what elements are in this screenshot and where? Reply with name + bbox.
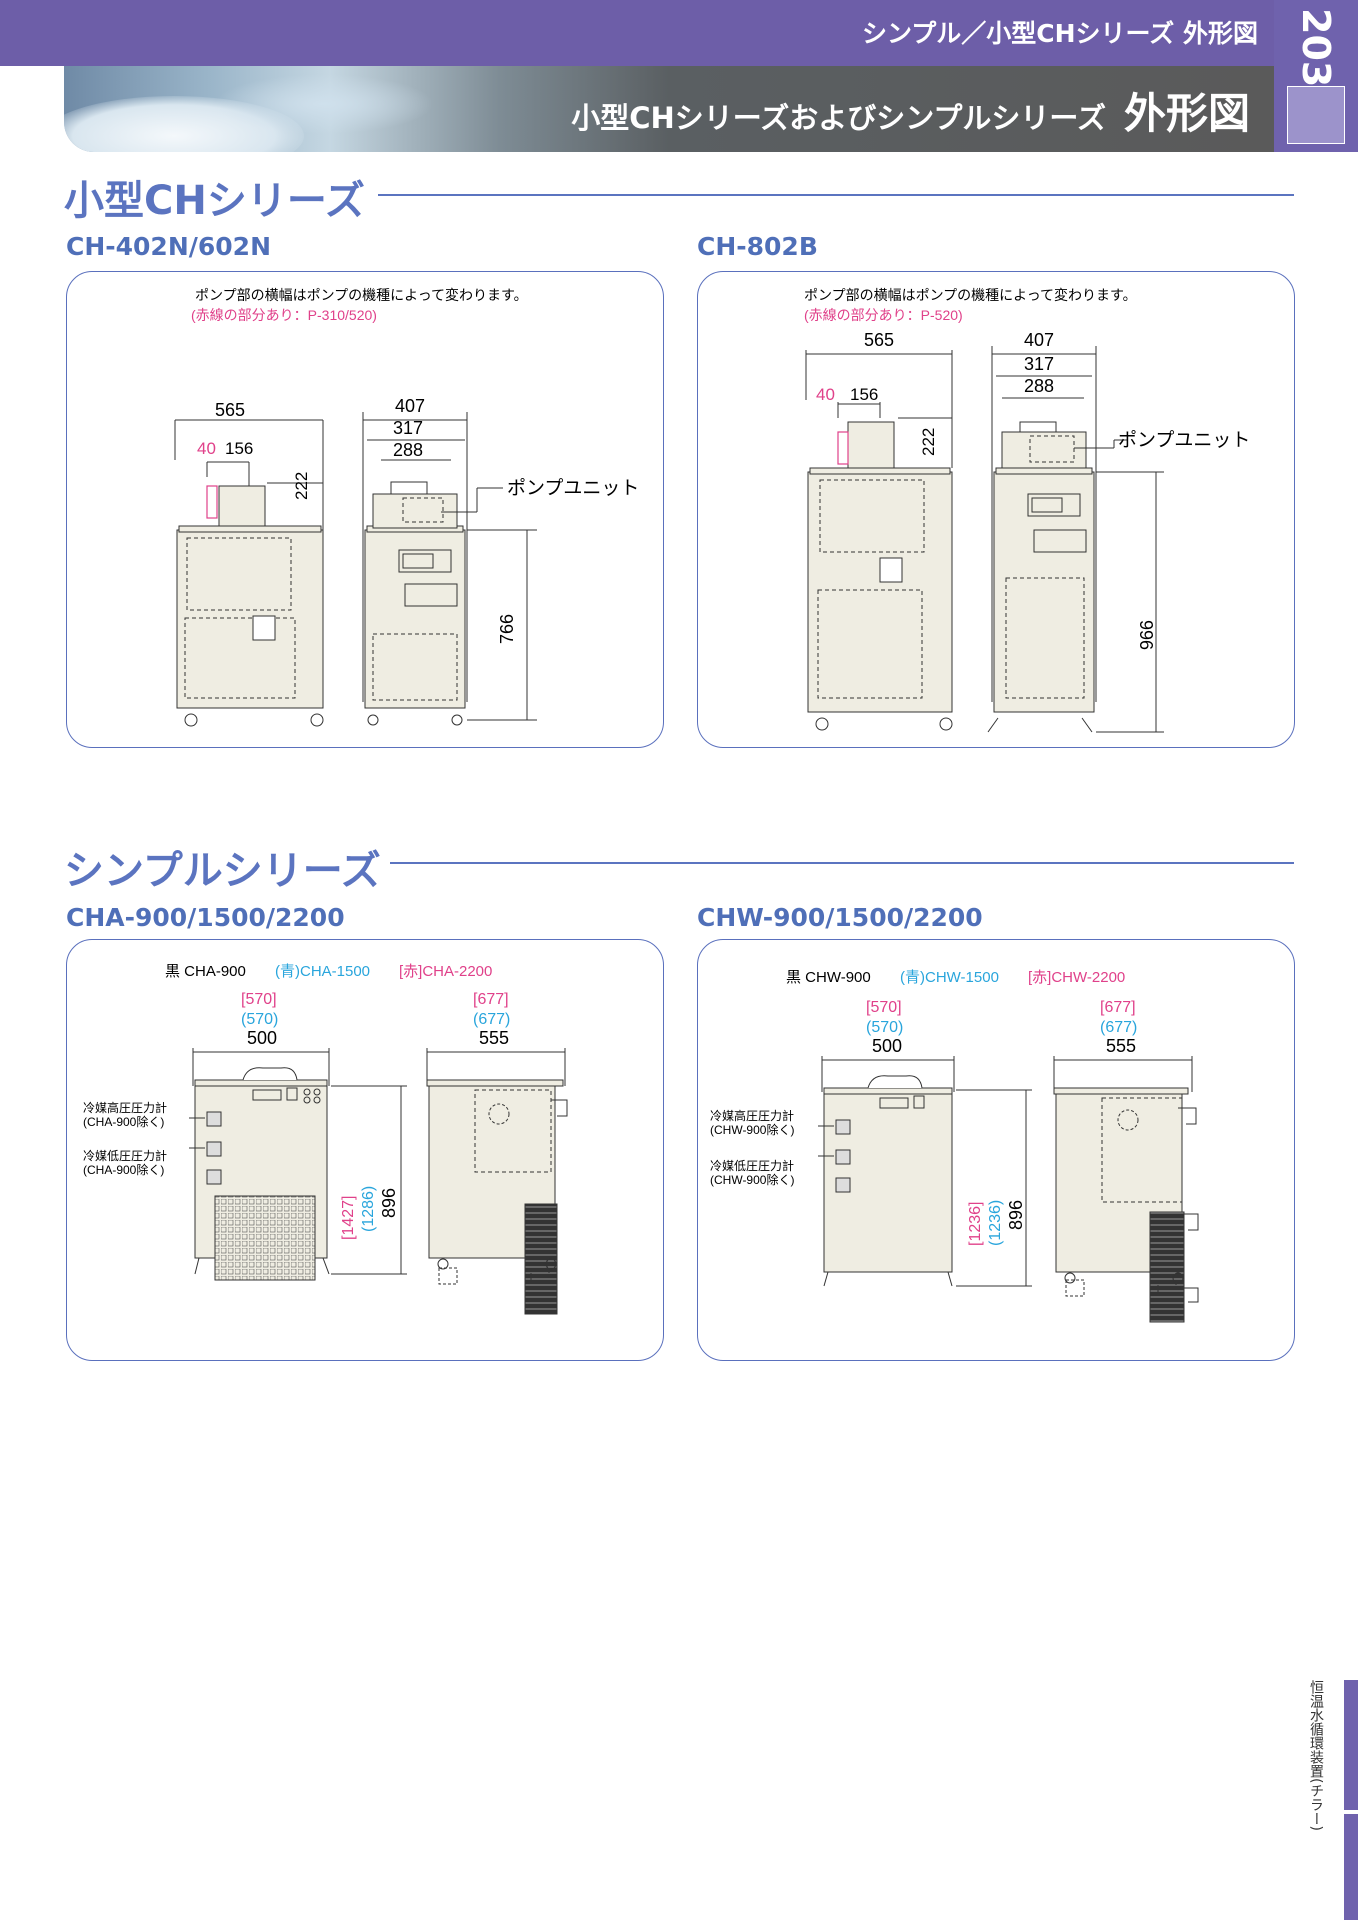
model-title-cha: CHA-900/1500/2200 [66, 903, 345, 932]
dim-height: 996 [1136, 620, 1156, 650]
dim-front-red: [570] [241, 991, 277, 1008]
section-divider [378, 194, 1294, 196]
page-tab: 203 [1274, 0, 1358, 152]
dim-pump-red: 40 [816, 385, 835, 404]
drawing-cha: 黒 CHA-900 (青)CHA-1500 [赤]CHA-2200 [570] … [83, 963, 568, 1315]
section-title-ch: 小型CHシリーズ [64, 178, 365, 224]
gauge-high-note: (CHW-900除く) [710, 1122, 794, 1137]
side-index-label: 恒温水循環装置(チラー) [1306, 1680, 1336, 1831]
drawing-panel-chw: 黒 CHW-900 (青)CHW-1500 [赤]CHW-2200 [570] … [697, 939, 1295, 1361]
note-text: ポンプ部の横幅はポンプの機種によって変わります。 [195, 287, 528, 303]
drawing-panel-ch802: ポンプ部の横幅はポンプの機種によって変わります。 (赤線の部分あり：P-520)… [697, 271, 1295, 748]
dim-width: 565 [215, 400, 245, 420]
dim-side: 555 [479, 1028, 509, 1048]
dim-front: 500 [247, 1028, 277, 1048]
drawing-panel-ch402: ポンプ部の横幅はポンプの機種によって変わります。 (赤線の部分あり：P-310/… [66, 271, 664, 748]
legend-black: 黒 CHW-900 [786, 969, 871, 986]
legend-red: [赤]CHA-2200 [399, 963, 492, 980]
header-band [0, 0, 1274, 66]
dim-height-red: [1236] [967, 1202, 984, 1246]
gauge-high-note: (CHA-900除く) [83, 1114, 164, 1129]
banner-title: 小型CHシリーズおよびシンプルシリーズ外形図 [571, 80, 1250, 141]
banner-title-strong: 外形図 [1123, 89, 1250, 138]
legend-black: 黒 CHA-900 [165, 963, 246, 980]
gauge-low-label: 冷媒低圧圧力計 [710, 1158, 794, 1173]
red-pump-extension [837, 431, 849, 465]
drawing-ch802: ポンプ部の横幅はポンプの機種によって変わります。 (赤線の部分あり：P-520)… [804, 287, 1250, 733]
banner: 小型CHシリーズおよびシンプルシリーズ外形図 [64, 66, 1274, 152]
dim-height: 896 [379, 1188, 399, 1218]
dim-front: 500 [872, 1036, 902, 1056]
dim-height: 896 [1006, 1200, 1026, 1230]
note-red-text: (赤線の部分あり：P-520) [804, 307, 963, 323]
gauge-low-note: (CHA-900除く) [83, 1162, 164, 1177]
dim-side-2: 317 [1024, 354, 1054, 374]
dim-side-2: 317 [393, 418, 423, 438]
gauge-low-label: 冷媒低圧圧力計 [83, 1148, 167, 1163]
pump-unit-label: ポンプユニット [1118, 429, 1250, 451]
dim-height: 766 [497, 614, 517, 644]
legend-red: [赤]CHW-2200 [1028, 969, 1125, 986]
dim-height-blue: (1236) [987, 1200, 1004, 1246]
side-index-tab [1344, 1680, 1358, 1920]
drawing-panel-cha: 黒 CHA-900 (青)CHA-1500 [赤]CHA-2200 [570] … [66, 939, 664, 1361]
dim-side-red: [677] [1100, 999, 1136, 1016]
model-title-chw: CHW-900/1500/2200 [697, 903, 983, 932]
drawing-chw: 黒 CHW-900 (青)CHW-1500 [赤]CHW-2200 [570] … [710, 969, 1199, 1323]
dim-side-blue: (677) [473, 1011, 510, 1028]
dim-side-1: 407 [395, 396, 425, 416]
dim-front-red: [570] [866, 999, 902, 1016]
dim-side-red: [677] [473, 991, 509, 1008]
dim-front-blue: (570) [866, 1019, 903, 1036]
legend-blue: (青)CHW-1500 [900, 969, 999, 986]
page-tab-box [1287, 86, 1345, 144]
header-title: シンプル／小型CHシリーズ 外形図 [862, 19, 1258, 48]
red-pump-extension [206, 485, 218, 519]
gauge-high-label: 冷媒高圧圧力計 [83, 1100, 167, 1115]
dim-side-3: 288 [393, 440, 423, 460]
dim-pump-height: 222 [919, 428, 938, 456]
pump-unit-label: ポンプユニット [507, 477, 639, 499]
dim-side: 555 [1106, 1036, 1136, 1056]
dim-height-red: [1427] [340, 1196, 357, 1240]
model-title-ch402: CH-402N/602N [66, 232, 271, 261]
dim-pump: 156 [850, 385, 878, 404]
dim-front-blue: (570) [241, 1011, 278, 1028]
dim-pump: 156 [225, 439, 253, 458]
banner-ice-image [214, 74, 434, 134]
legend-blue: (青)CHA-1500 [275, 963, 370, 980]
gauge-low-note: (CHW-900除く) [710, 1172, 794, 1187]
model-title-ch802: CH-802B [697, 232, 818, 261]
banner-title-main: 小型CHシリーズおよびシンプルシリーズ [571, 101, 1106, 135]
dim-side-3: 288 [1024, 376, 1054, 396]
dim-height-blue: (1286) [360, 1186, 377, 1232]
section-divider [390, 862, 1294, 864]
gauge-high-label: 冷媒高圧圧力計 [710, 1108, 794, 1123]
section-title-simple: シンプルシリーズ [64, 848, 381, 894]
page-number: 203 [1294, 8, 1338, 88]
dim-side-1: 407 [1024, 330, 1054, 350]
dim-side-blue: (677) [1100, 1019, 1137, 1036]
dim-width: 565 [864, 330, 894, 350]
side-index-gap [1344, 1810, 1358, 1814]
drawing-ch402: ポンプ部の横幅はポンプの機種によって変わります。 (赤線の部分あり：P-310/… [174, 287, 639, 727]
side-index-text: 恒温水循環装置(チラー) [1308, 1680, 1324, 1831]
dim-pump-height: 222 [292, 472, 311, 500]
dim-pump-red: 40 [197, 439, 216, 458]
note-red-text: (赤線の部分あり：P-310/520) [191, 307, 377, 323]
note-text: ポンプ部の横幅はポンプの機種によって変わります。 [804, 287, 1137, 303]
